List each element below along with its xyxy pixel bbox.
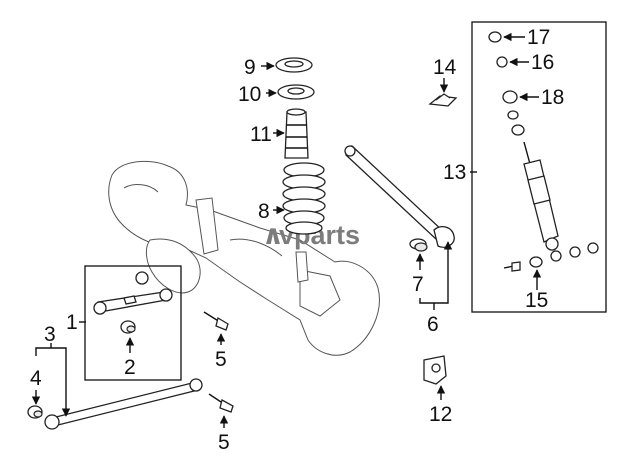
lateral-control-rod (344, 145, 455, 248)
bump-stopper (284, 108, 309, 159)
callout-13: 13 (443, 161, 466, 184)
lower-arm-bushing (27, 405, 43, 419)
callout-6: 6 (427, 313, 439, 336)
upper-arm-bushing-top (135, 271, 149, 285)
callout-11: 11 (250, 123, 272, 146)
spring-insulator (277, 84, 315, 100)
watermark-logo-mark: ∧ (262, 220, 284, 250)
callout-8: 8 (258, 200, 270, 223)
shock-cushion-18 (502, 90, 518, 104)
upper-control-arm-group-frame (84, 265, 182, 381)
callout-2: 2 (124, 356, 136, 379)
callout-10: 10 (238, 83, 261, 106)
lower-control-arm (44, 378, 203, 430)
spring-seat-upper (275, 57, 313, 73)
callout-7: 7 (412, 273, 424, 296)
shock-lower-parts (503, 242, 599, 272)
bolt-upper (203, 311, 229, 331)
frame-bracket (423, 355, 447, 385)
callout-9: 9 (244, 56, 256, 79)
callout-5-lower: 5 (218, 431, 230, 454)
callout-16: 16 (531, 51, 554, 74)
upper-control-arm (93, 288, 173, 315)
callout-15: 15 (525, 289, 548, 312)
callout-4: 4 (30, 367, 42, 390)
callout-leaders (31, 32, 542, 428)
shock-cushion-17 (488, 31, 502, 43)
shock-cushion-16 (496, 56, 508, 68)
shock-absorber (523, 141, 559, 251)
callout-5-upper: 5 (215, 348, 227, 371)
callout-1: 1 (66, 311, 78, 334)
callout-17: 17 (527, 26, 550, 49)
upper-arm-bushing (120, 320, 136, 334)
callout-18: 18 (541, 86, 564, 109)
coil-spring (282, 162, 326, 235)
shock-washer (507, 110, 525, 136)
callout-14: 14 (433, 56, 457, 79)
shock-absorber-group-frame (471, 21, 607, 313)
mounting-bracket (428, 93, 458, 107)
lateral-rod-bushing (409, 238, 428, 252)
bolt-lower (208, 393, 234, 413)
callout-3: 3 (44, 323, 56, 346)
callout-12: 12 (429, 403, 452, 426)
axle-housing-illustration (108, 160, 380, 356)
